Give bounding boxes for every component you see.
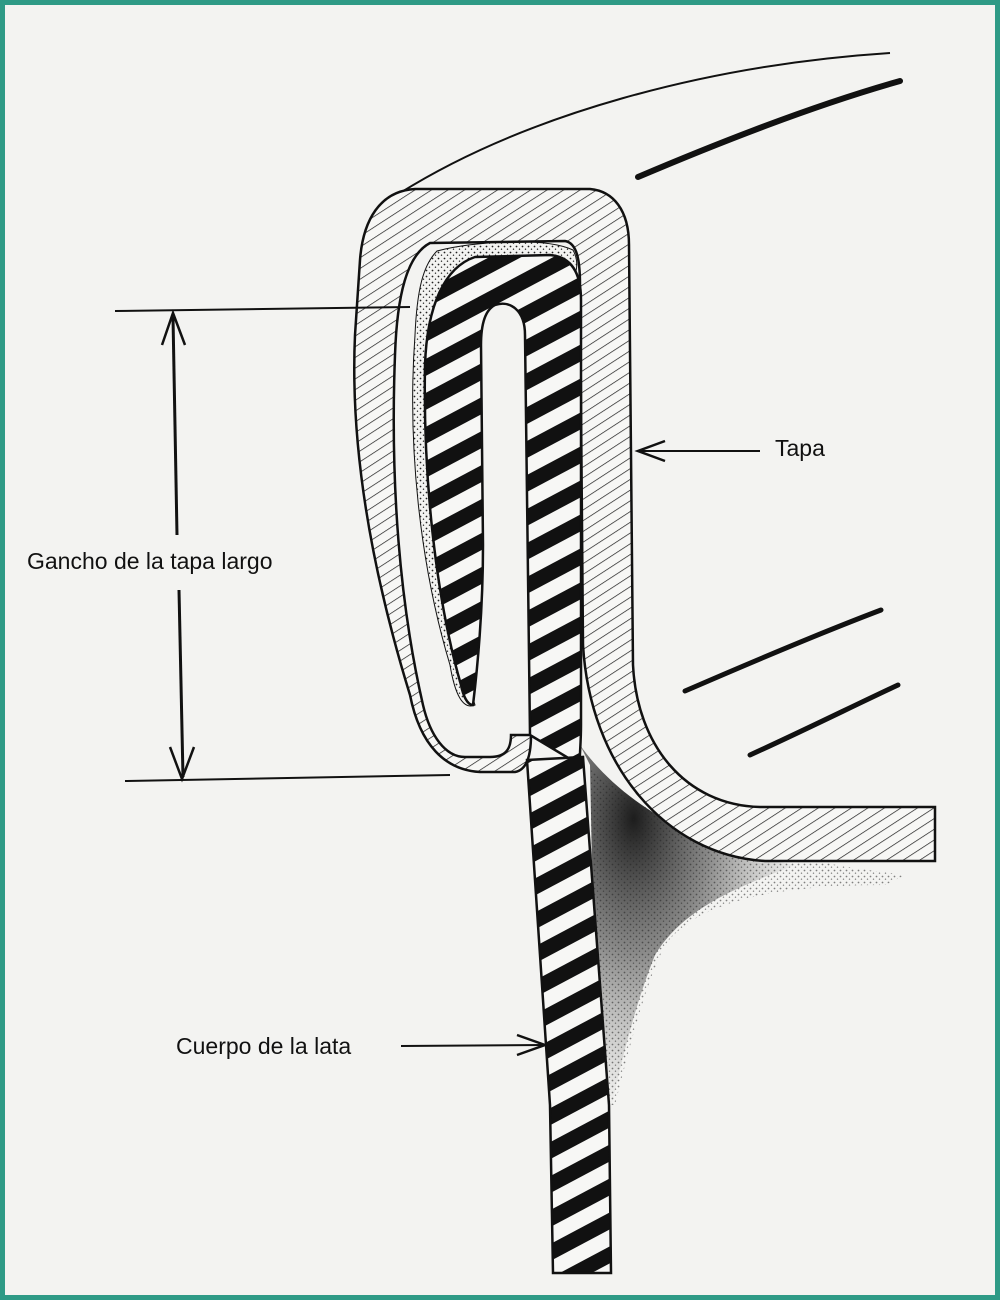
hook-dimension [114, 306, 451, 783]
lid-label: Tapa [775, 435, 825, 461]
body-leader [400, 1033, 549, 1057]
shading-strokes [635, 78, 903, 758]
can-body-wall [525, 755, 613, 1275]
hook-length-label: Gancho de la tapa largo [27, 548, 273, 574]
lid-outer-line [399, 52, 891, 194]
body-hook [423, 253, 583, 768]
can-body-label: Cuerpo de la lata [176, 1033, 351, 1059]
sealing-compound-dots [590, 765, 905, 1105]
lid-leader [634, 439, 760, 463]
double-seam-diagram: Tapa Gancho de la tapa largo Cuerpo de l… [27, 52, 937, 1275]
